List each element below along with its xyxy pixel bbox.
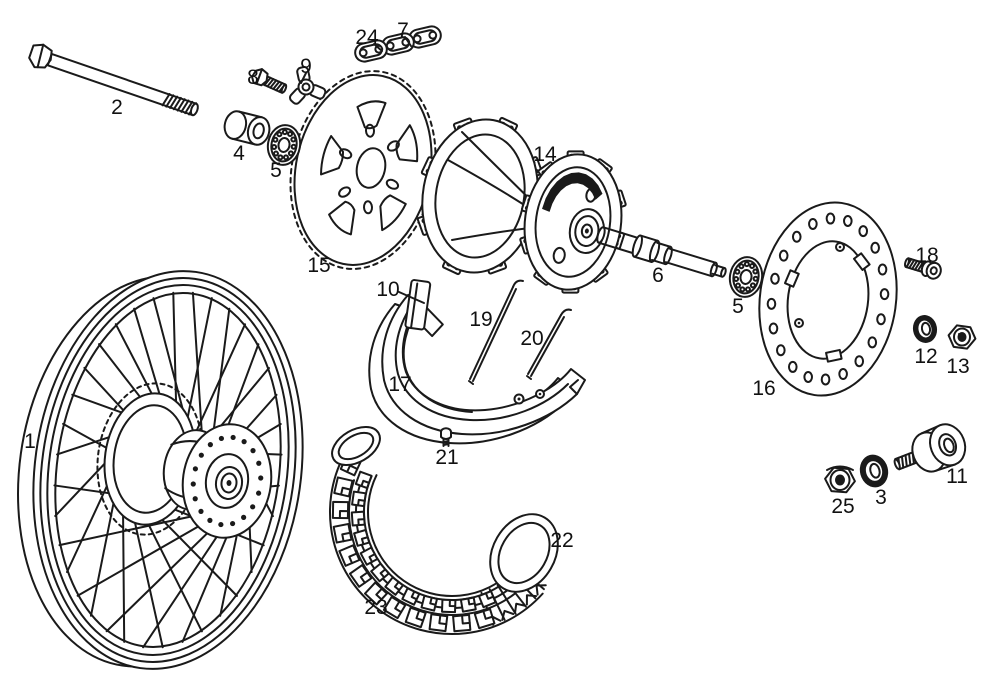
callout-bearing-right: 5 [732,295,744,318]
callout-bearing-left: 5 [270,159,282,182]
callout-brake-disc: 16 [752,377,775,400]
callout-hub: 14 [533,143,557,166]
callout-tire: 23 [364,596,387,619]
spacer-part [223,110,271,146]
callout-tire-end-cap: 22 [550,529,573,552]
callout-bolt: 8 [247,66,259,89]
tire-part [329,426,547,635]
bearing-left-part [266,124,302,166]
callout-master-link: 24 [355,26,379,49]
wheel-part [17,270,304,670]
tire-end-cap-part [489,513,559,593]
callout-seal-washer: 12 [914,345,937,368]
wheel-brake-disc [181,423,273,539]
washer-part [859,454,889,488]
axle-shaft-part [596,226,727,278]
lock-nut-part [824,465,856,494]
callout-spring-pin-1: 19 [469,308,492,331]
callout-brake-shoes: 17 [388,373,411,396]
callout-chain: 7 [397,19,409,42]
callout-wheel: 1 [24,430,36,453]
spring-pins [468,279,572,385]
callout-spring-pin-2: 20 [520,327,543,350]
nut-part [947,324,977,350]
bearing-right-part [728,256,764,298]
callout-spacer: 4 [233,142,245,165]
sprocket-part [289,70,437,270]
bolt-part [251,68,288,94]
callout-axle-bolt: 2 [111,96,123,119]
callout-leader-lines [300,36,425,304]
chain-adjuster-part [893,423,967,473]
callout-chain-adjuster: 11 [946,465,968,488]
callout-nut: 13 [946,355,969,378]
callout-brake-shoe: 10 [376,278,399,301]
seal-washer-part [912,315,938,343]
callout-washer: 3 [875,486,887,509]
callout-disc-bolt: 18 [915,244,938,267]
callout-lock-nut: 25 [831,495,854,518]
hub-part [416,116,627,294]
brake-disc-part [758,201,898,397]
callout-spider-clip: 9 [300,55,312,78]
spider-clip-part [288,66,327,105]
axle-bolt-part [28,43,199,117]
disc-bolt-part [903,257,942,280]
callout-sprocket: 15 [307,254,330,277]
screw-part [440,427,452,447]
brake-shoes-part [368,279,586,445]
tire-left-cap [331,426,381,466]
callout-screw: 21 [435,446,458,469]
callout-axle-shaft: 6 [652,264,664,287]
